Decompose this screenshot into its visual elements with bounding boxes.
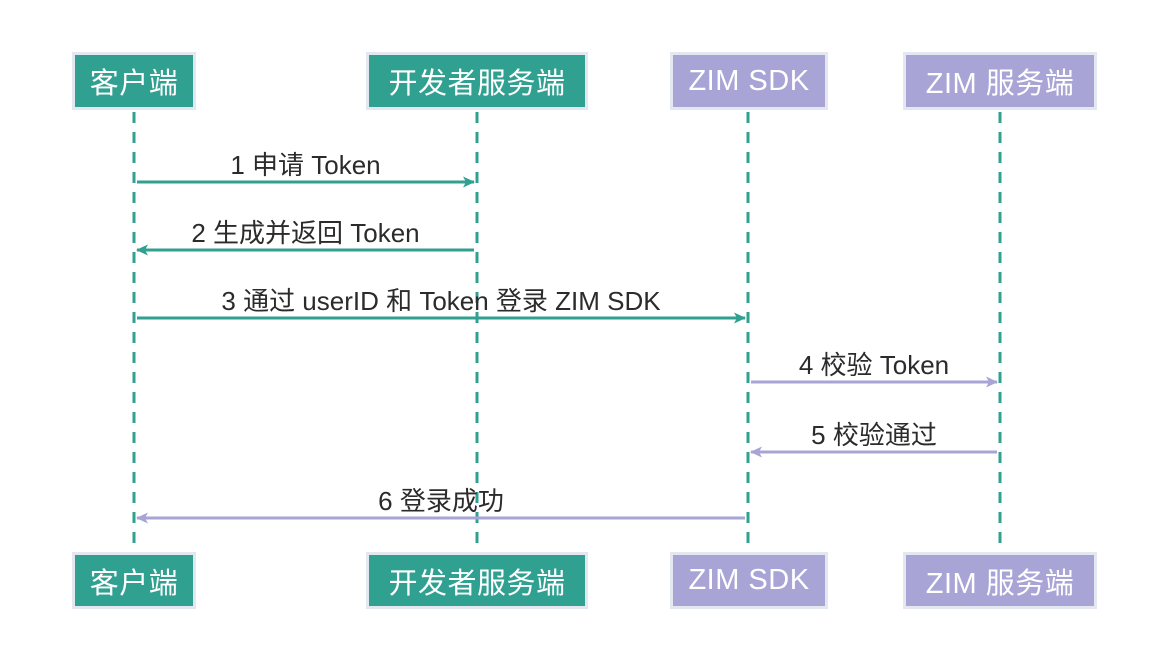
- actor-label: ZIM 服务端: [925, 68, 1075, 100]
- actor-label: 开发者服务端: [388, 567, 566, 600]
- message-label-3: 3 通过 userID 和 Token 登录 ZIM SDK: [221, 286, 661, 316]
- actor-label: 开发者服务端: [388, 68, 566, 100]
- actor-footer-zim_sdk[interactable]: ZIM SDK: [670, 552, 828, 609]
- actor-header-zim_sdk[interactable]: ZIM SDK: [670, 52, 828, 110]
- message-label-1: 1 申请 Token: [230, 150, 381, 180]
- message-arrows-group: [136, 176, 998, 524]
- actor-label: ZIM SDK: [688, 564, 810, 596]
- actor-header-client[interactable]: 客户端: [72, 52, 196, 110]
- message-label-4: 4 校验 Token: [798, 350, 950, 380]
- actor-label: 客户端: [89, 68, 179, 100]
- actor-label: 客户端: [89, 567, 179, 600]
- actor-footer-zim_server[interactable]: ZIM 服务端: [903, 552, 1097, 609]
- lifelines-group: [132, 112, 1002, 550]
- actor-header-dev_server[interactable]: 开发者服务端: [366, 52, 588, 110]
- actor-footer-dev_server[interactable]: 开发者服务端: [366, 552, 588, 609]
- message-label-5: 5 校验通过: [811, 420, 937, 450]
- message-label-6: 6 登录成功: [378, 486, 504, 516]
- actor-label: ZIM 服务端: [925, 567, 1075, 600]
- message-label-2: 2 生成并返回 Token: [191, 218, 420, 248]
- actor-footer-client[interactable]: 客户端: [72, 552, 196, 609]
- actor-header-zim_server[interactable]: ZIM 服务端: [903, 52, 1097, 110]
- actor-label: ZIM SDK: [688, 64, 810, 97]
